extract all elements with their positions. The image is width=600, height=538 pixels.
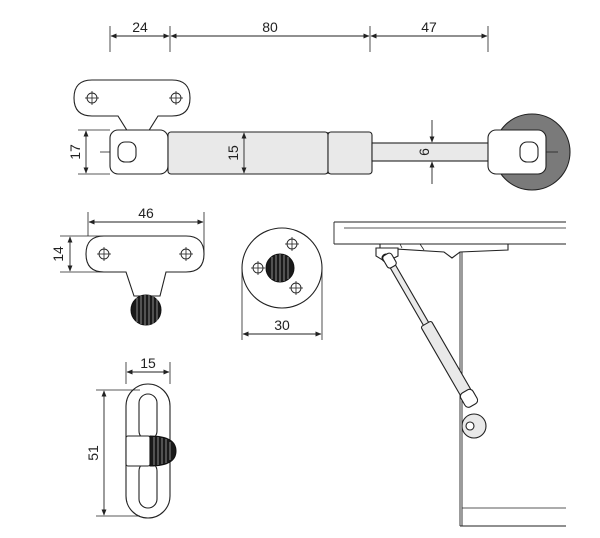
strut-body-end-cap (327, 131, 373, 175)
dim-label-47: 47 (421, 19, 437, 35)
cabinet-strut-rod (387, 260, 431, 328)
round-plate-hole-top (285, 237, 299, 251)
slotted-plate-slot-lower (138, 461, 158, 509)
dim-label-15-body: 15 (225, 145, 241, 161)
gas-strut-side-view: 24 80 47 17 15 6 (67, 19, 571, 191)
cabinet-strut-upper-fitting (382, 252, 397, 269)
slotted-mount-plate-view: 15 51 (85, 355, 177, 519)
bracket-hole-right (179, 247, 193, 261)
slotted-plate-slot-upper (138, 393, 158, 441)
bracket-hole-left (97, 247, 111, 261)
dim-label-15-slot: 15 (140, 355, 156, 371)
mounting-bracket-view: 46 14 (50, 205, 205, 326)
slotted-plate-stud-base (125, 435, 151, 467)
dim-label-46: 46 (138, 205, 154, 221)
strut-body-cylinder (167, 131, 329, 175)
bracket-plate (85, 235, 205, 297)
cabinet-gas-strut (382, 252, 479, 408)
dim-label-24: 24 (132, 19, 148, 35)
strut-right-end-slot (519, 141, 539, 163)
dim-label-17: 17 (67, 144, 83, 160)
bracket-screw-hole-left (85, 91, 99, 105)
cabinet-hinge-bracket (379, 243, 509, 259)
cabinet-strut-body (420, 320, 472, 396)
round-plate-ball-stud (265, 253, 295, 283)
cabinet-strut-lower-fitting (459, 388, 479, 408)
dim-label-14: 14 (50, 246, 66, 262)
cabinet-installation-view (333, 221, 566, 527)
slotted-plate-ball-stud (149, 435, 177, 467)
dim-label-6: 6 (416, 148, 432, 156)
round-mount-plate-view: 30 (241, 227, 323, 340)
bracket-ball-stud (130, 294, 162, 326)
dim-label-80: 80 (262, 19, 278, 35)
bracket-screw-hole-right (169, 91, 183, 105)
dim-label-30: 30 (274, 317, 290, 333)
strut-mount-bracket (73, 79, 191, 133)
cabinet-strut-lower-pivot (465, 421, 475, 431)
round-plate-hole-right (289, 281, 303, 295)
dim-label-51: 51 (85, 445, 101, 461)
strut-left-end-slot (117, 141, 137, 163)
round-plate-hole-left (251, 261, 265, 275)
